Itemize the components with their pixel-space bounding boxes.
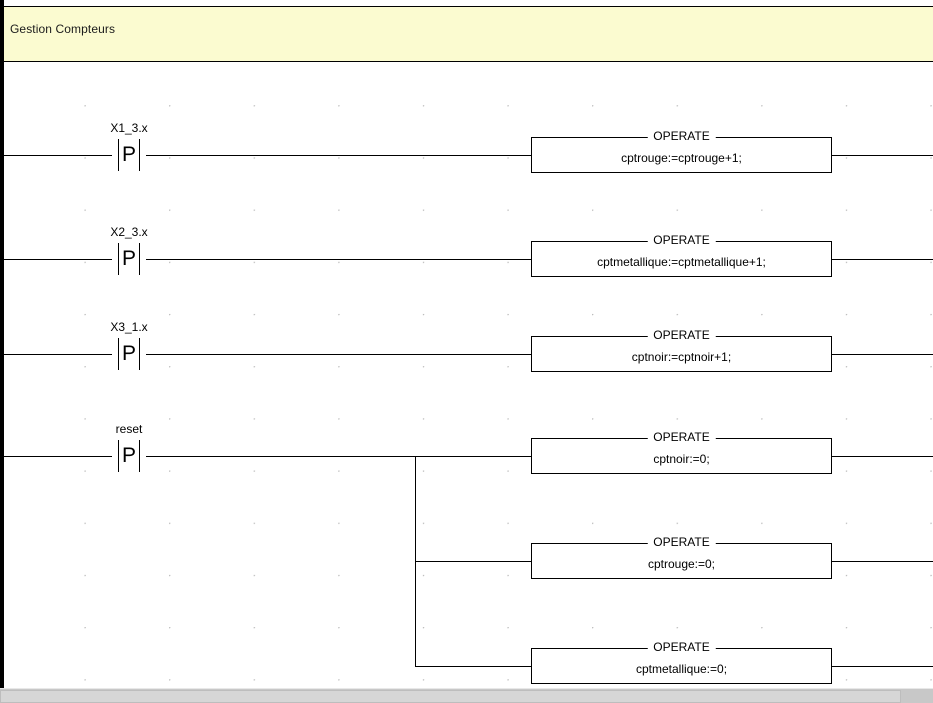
rung-3-wire-mid bbox=[146, 354, 534, 355]
rung-4-wire-right-2 bbox=[832, 561, 933, 562]
operate-block-body[interactable]: cptrouge:=cptrouge+1; bbox=[621, 151, 742, 165]
rung-1-contact-rising-edge-icon[interactable]: P bbox=[112, 139, 146, 171]
rung-4-branch-3-wire bbox=[415, 666, 534, 667]
operate-block-body[interactable]: cptnoir:=cptnoir+1; bbox=[631, 350, 732, 364]
rung-2-wire-right bbox=[832, 259, 933, 260]
horizontal-scrollbar[interactable] bbox=[0, 688, 933, 703]
contact-bar-left-icon bbox=[118, 139, 119, 171]
rung-3-wire-left bbox=[4, 354, 112, 355]
contact-bar-right-icon bbox=[139, 139, 140, 171]
rung-2-wire-left bbox=[4, 259, 112, 260]
rung-1-contact-label[interactable]: X1_3.x bbox=[110, 121, 148, 135]
rung-2-wire-mid bbox=[146, 259, 534, 260]
horizontal-scrollbar-thumb[interactable] bbox=[0, 690, 901, 703]
network-header-band[interactable]: Gestion Compteurs bbox=[4, 6, 933, 62]
operate-block-title: OPERATE bbox=[647, 639, 716, 655]
rung-4-wire-right-1 bbox=[832, 456, 933, 457]
rung-4-branch-2-wire bbox=[415, 561, 534, 562]
contact-glyph: P bbox=[121, 342, 136, 365]
rung-1-operate-block[interactable]: OPERATE cptrouge:=cptrouge+1; bbox=[531, 128, 832, 173]
rung-1-wire-left bbox=[4, 155, 112, 156]
ladder-canvas[interactable]: P X1_3.x OPERATE cptrouge:=cptrouge+1; P… bbox=[4, 63, 933, 688]
contact-glyph: P bbox=[121, 143, 136, 166]
rung-3-contact-rising-edge-icon[interactable]: P bbox=[112, 338, 146, 370]
operate-block-body[interactable]: cptmetallique:=cptmetallique+1; bbox=[597, 255, 766, 269]
rung-3-wire-right bbox=[832, 354, 933, 355]
left-power-rail bbox=[0, 0, 4, 690]
rung-4-operate-block-3[interactable]: OPERATE cptmetallique:=0; bbox=[531, 639, 832, 684]
operate-block-title: OPERATE bbox=[647, 232, 716, 248]
contact-bar-left-icon bbox=[118, 338, 119, 370]
contact-bar-right-icon bbox=[139, 338, 140, 370]
network-title: Gestion Compteurs bbox=[10, 22, 116, 36]
rung-1-wire-right bbox=[832, 155, 933, 156]
operate-block-body[interactable]: cptrouge:=0; bbox=[647, 557, 716, 571]
contact-bar-right-icon bbox=[139, 243, 140, 275]
contact-bar-left-icon bbox=[118, 440, 119, 472]
rung-4-wire-mid bbox=[146, 456, 534, 457]
operate-block-body[interactable]: cptmetallique:=0; bbox=[635, 662, 728, 676]
operate-block-title: OPERATE bbox=[647, 534, 716, 550]
rung-2-contact-rising-edge-icon[interactable]: P bbox=[112, 243, 146, 275]
rung-4-contact-label[interactable]: reset bbox=[115, 422, 143, 436]
rung-4-contact-rising-edge-icon[interactable]: P bbox=[112, 440, 146, 472]
contact-bar-left-icon bbox=[118, 243, 119, 275]
rung-4-wire-right-3 bbox=[832, 666, 933, 667]
rung-3-contact-label[interactable]: X3_1.x bbox=[110, 320, 148, 334]
contact-bar-right-icon bbox=[139, 440, 140, 472]
rung-4-wire-left bbox=[4, 456, 112, 457]
rung-1-wire-mid bbox=[146, 155, 534, 156]
contact-glyph: P bbox=[121, 247, 136, 270]
contact-glyph: P bbox=[121, 444, 136, 467]
rung-4-operate-block-1[interactable]: OPERATE cptnoir:=0; bbox=[531, 429, 832, 474]
operate-block-body[interactable]: cptnoir:=0; bbox=[653, 452, 710, 466]
operate-block-title: OPERATE bbox=[647, 429, 716, 445]
rung-4-operate-block-2[interactable]: OPERATE cptrouge:=0; bbox=[531, 534, 832, 579]
operate-block-title: OPERATE bbox=[647, 128, 716, 144]
rung-2-contact-label[interactable]: X2_3.x bbox=[110, 225, 148, 239]
rung-3-operate-block[interactable]: OPERATE cptnoir:=cptnoir+1; bbox=[531, 327, 832, 372]
operate-block-title: OPERATE bbox=[647, 327, 716, 343]
rung-2-operate-block[interactable]: OPERATE cptmetallique:=cptmetallique+1; bbox=[531, 232, 832, 277]
